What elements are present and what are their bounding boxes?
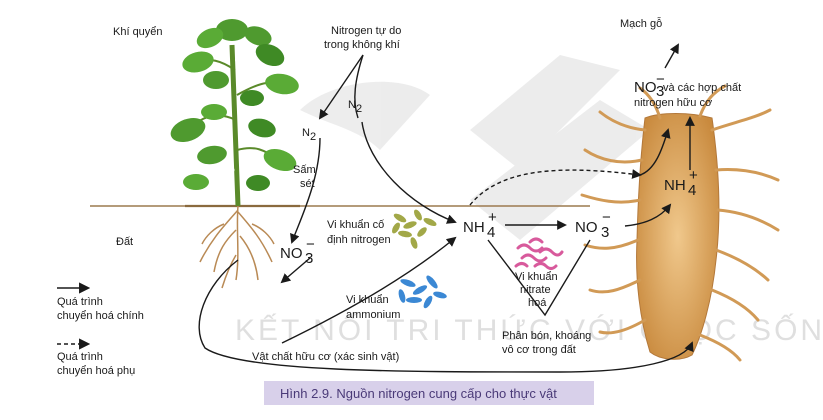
- secondary-process-arrow: [469, 169, 642, 206]
- svg-text:−: −: [602, 209, 611, 226]
- plant-roots: [199, 205, 275, 289]
- label-atmosphere: Khí quyển: [113, 26, 163, 38]
- svg-text:chuyển hoá phụ: chuyển hoá phụ: [57, 365, 135, 377]
- chem-no3-soil: NO 3 −: [280, 236, 315, 267]
- label-lightning-1: Sấm: [293, 164, 316, 176]
- svg-text:4: 4: [688, 182, 696, 199]
- svg-text:N: N: [302, 127, 310, 139]
- label-xylem: Mạch gỗ: [620, 17, 662, 30]
- svg-text:3: 3: [601, 224, 609, 241]
- chem-no3-center: NO 3 −: [575, 209, 611, 241]
- label-nitrate-bacteria-1: Vi khuẩn: [515, 271, 558, 283]
- svg-text:−: −: [306, 236, 315, 253]
- label-nitrate-bacteria-2: nitrate: [520, 284, 551, 296]
- svg-text:NO: NO: [280, 245, 303, 262]
- label-fertilizer-2: vô cơ trong đất: [502, 344, 576, 356]
- nitrogen-fixing-bacteria: [392, 209, 437, 249]
- label-organic-matter: Vật chất hữu cơ (xác sinh vật): [252, 351, 399, 363]
- chem-no3-top: NO 3 −: [634, 71, 665, 100]
- label-nitrate-bacteria-3: hoá: [528, 297, 547, 309]
- svg-text:Quá trình: Quá trình: [57, 351, 103, 363]
- svg-text:NH: NH: [463, 219, 485, 236]
- svg-text:4: 4: [487, 224, 495, 241]
- main-process-arrows: [198, 43, 695, 373]
- ammonium-bacteria: [398, 275, 447, 309]
- svg-text:+: +: [488, 209, 497, 226]
- caption-background: [264, 381, 594, 405]
- n2-right: N 2: [348, 99, 362, 115]
- svg-text:3: 3: [305, 250, 313, 267]
- root-cross-section: [580, 84, 780, 362]
- legend-secondary-process: Quá trình chuyển hoá phụ: [57, 338, 135, 377]
- svg-text:Quá trình: Quá trình: [57, 296, 103, 308]
- svg-text:NO: NO: [575, 219, 598, 236]
- watermark-text: KẾT NỐI TRI THỨC VỚI CUỘC SỐNG: [235, 313, 823, 347]
- label-fixing-bacteria-1: Vi khuẩn cố: [327, 219, 384, 231]
- label-lightning-2: sét: [300, 178, 315, 190]
- watermark-logo: [300, 55, 650, 240]
- svg-text:N: N: [348, 99, 356, 111]
- label-fertilizer-1: Phân bón, khoáng: [502, 330, 591, 342]
- svg-text:2: 2: [310, 131, 316, 143]
- legend-main-process: Quá trình chuyển hoá chính: [57, 282, 144, 322]
- label-soil: Đất: [116, 236, 133, 248]
- svg-text:2: 2: [356, 103, 362, 115]
- root-uptake-arrow: [639, 128, 671, 176]
- svg-text:NH: NH: [664, 177, 686, 194]
- svg-text:3: 3: [656, 83, 664, 100]
- label-fixing-bacteria-2: định nitrogen: [327, 234, 391, 246]
- n2-left: N 2: [302, 127, 316, 143]
- svg-text:NO: NO: [634, 79, 657, 96]
- nitrate-bacteria: [514, 237, 564, 270]
- label-ammonium-bacteria-1: Vi khuẩn: [346, 294, 389, 306]
- plant-illustration: [170, 19, 299, 207]
- label-no3-compounds-2: nitrogen hữu cơ: [634, 97, 712, 109]
- label-ammonium-bacteria-2: ammonium: [346, 309, 400, 321]
- svg-text:−: −: [656, 71, 665, 88]
- chem-nh4-center: NH 4 +: [463, 209, 497, 241]
- figure-caption: Hình 2.9. Nguồn nitrogen cung cấp cho th…: [280, 386, 557, 401]
- svg-text:+: +: [689, 167, 698, 184]
- label-free-nitrogen-1: Nitrogen tự do: [331, 25, 401, 37]
- label-free-nitrogen-2: trong không khí: [324, 39, 400, 51]
- chem-nh4-root: NH 4 +: [664, 167, 698, 199]
- label-no3-compounds-1: và các hợp chất: [663, 82, 741, 94]
- svg-text:chuyển hoá chính: chuyển hoá chính: [57, 310, 144, 322]
